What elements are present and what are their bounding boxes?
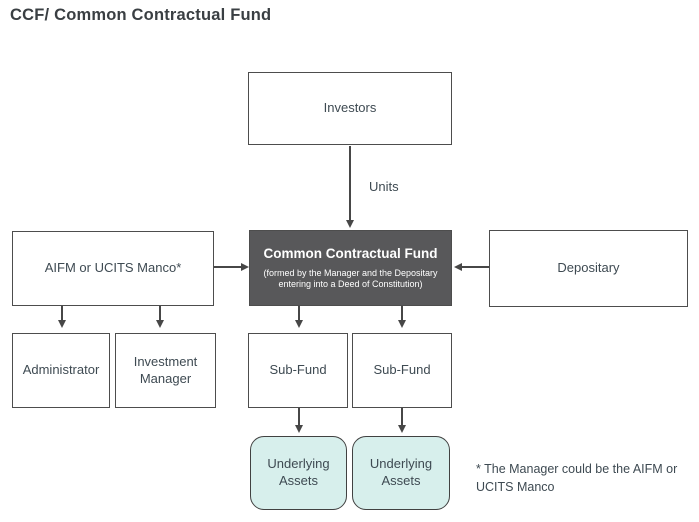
node-depositary: Depositary: [480, 221, 688, 307]
node-investment-manager-label: Investment Manager: [133, 353, 198, 386]
arrow-depositary-to-ccf: [454, 262, 489, 271]
arrow-aifm-to-investment-manager: [155, 306, 164, 328]
node-underlying-right-label: Underlying Assets: [369, 456, 433, 488]
node-ccf-subtitle: (formed by the Manager and the Depositar…: [263, 267, 438, 290]
page-title: CCF/ Common Contractual Fund: [10, 6, 272, 24]
arrow-ccf-to-subfund-right: [397, 306, 406, 328]
edge-label-units: Units: [369, 179, 399, 194]
arrow-subfund-right-to-underlying: [397, 408, 406, 433]
footnote: * The Manager could be the AIFM or UCITS…: [476, 462, 678, 494]
node-underlying-assets-left: Underlying Assets: [241, 427, 347, 510]
node-administrator-label: Administrator: [22, 362, 100, 378]
node-ccf-title: Common Contractual Fund: [263, 246, 438, 262]
arrow-investors-to-ccf: [345, 146, 354, 228]
node-subfund-left: Sub-Fund: [239, 324, 348, 408]
node-underlying-assets-right: Underlying Assets: [343, 427, 450, 510]
arrow-aifm-to-ccf: [214, 262, 249, 271]
arrow-subfund-left-to-underlying: [294, 408, 303, 433]
node-aifm-ucits-manco: AIFM or UCITS Manco*: [3, 222, 214, 306]
node-investment-manager: Investment Manager: [106, 324, 216, 408]
node-depositary-label: Depositary: [557, 260, 620, 276]
node-aifm-label: AIFM or UCITS Manco*: [44, 260, 182, 276]
node-subfund-left-label: Sub-Fund: [269, 362, 327, 378]
arrow-aifm-to-administrator: [57, 306, 66, 328]
node-common-contractual-fund: Common Contractual Fund (formed by the M…: [240, 221, 452, 306]
node-administrator: Administrator: [3, 324, 110, 408]
node-subfund-right: Sub-Fund: [343, 324, 452, 408]
node-subfund-right-label: Sub-Fund: [373, 362, 431, 378]
node-investors: Investors: [239, 63, 452, 145]
node-investors-label: Investors: [323, 100, 377, 116]
node-underlying-left-label: Underlying Assets: [267, 456, 330, 488]
arrow-ccf-to-subfund-left: [294, 306, 303, 328]
